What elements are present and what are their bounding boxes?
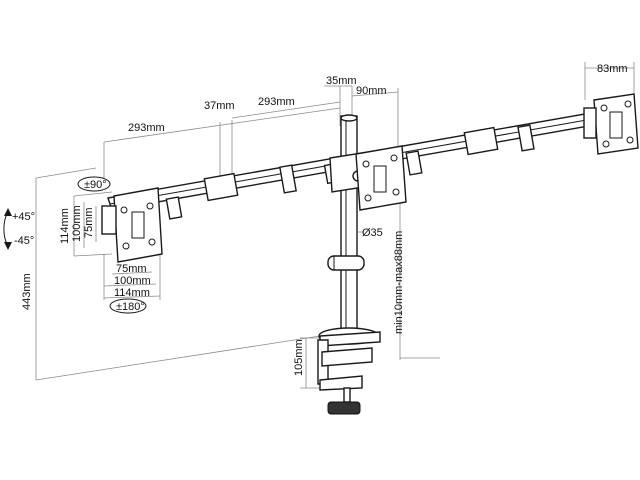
vesa-100-vertical-label: 100mm: [71, 205, 83, 242]
clamp-range-label: min10mm-max88mm: [393, 231, 405, 334]
rotate-180-arrow-icon: [109, 298, 147, 314]
vesa-100-horizontal-label: 100mm: [114, 275, 151, 287]
pole-diameter-label: Ø35: [362, 227, 383, 239]
vesa-75-horizontal-label: 75mm: [116, 263, 147, 275]
dimension-lines: [35, 62, 635, 389]
pole: [327, 114, 371, 339]
vesa-114-horizontal-label: 114mm: [114, 287, 150, 299]
rotation-indicators: [3, 176, 147, 314]
rotate-90-arrow-icon: [77, 176, 111, 192]
tilt-arrow-down-icon: [4, 242, 12, 250]
tilt-arrow-up-icon: [4, 208, 12, 216]
gap-37-label: 37mm: [204, 100, 235, 112]
arm-right-length-label: 293mm: [258, 96, 295, 108]
desk-clamp: [317, 327, 381, 415]
tilt-arrow-icon: [3, 211, 9, 247]
clamp-105-label: 105mm: [293, 339, 305, 376]
vesa-75-vertical-label: 75mm: [83, 207, 95, 238]
pole-35-label: 35mm: [326, 75, 357, 87]
rotation-90-label: ±90°: [84, 179, 107, 191]
tilt-plus-label: +45°: [12, 211, 35, 223]
left-vesa-plate: [101, 187, 163, 263]
center-vesa-plate: [355, 145, 407, 211]
dimension-labels: ±90° +45° -45° ±180° 443mm 114mm 100mm 7…: [12, 63, 628, 376]
offset-90-label: 90mm: [356, 85, 387, 97]
arm-left-length-label: 293mm: [128, 122, 165, 134]
tilt-minus-label: -45°: [14, 235, 34, 247]
height-443-label: 443mm: [21, 273, 33, 310]
vesa-114-vertical-label: 114mm: [59, 208, 71, 244]
right-vesa-plate: [583, 93, 639, 155]
rotation-180-label: ±180°: [116, 301, 145, 313]
plate-83-label: 83mm: [597, 63, 628, 75]
